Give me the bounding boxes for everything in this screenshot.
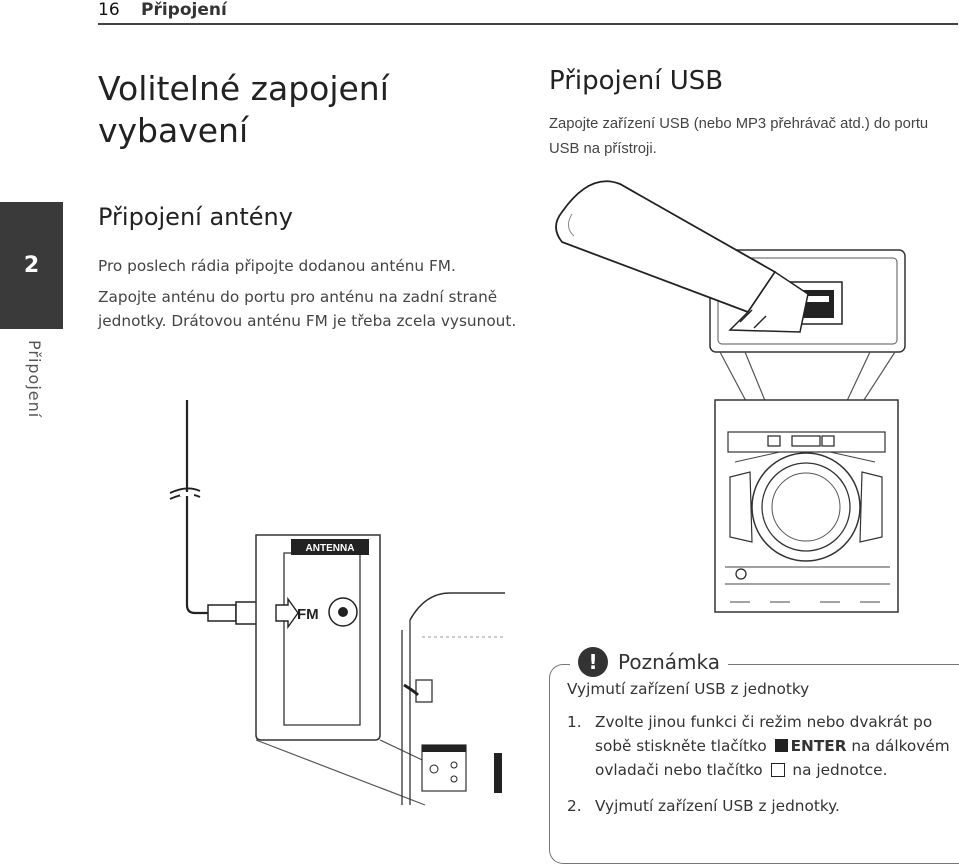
note-box	[549, 664, 959, 864]
list-item: 1. Zvolte jinou funkci či režim nebo dva…	[567, 710, 952, 782]
list-item: 2. Vyjmutí zařízení USB z jednotky.	[567, 794, 952, 818]
note-item-1-part-b: na dálkovém ovladači nebo tlačítko	[595, 737, 950, 779]
list-item-text: Vyjmutí zařízení USB z jednotky.	[595, 797, 840, 815]
note-item-1-part-a: Zvolte jinou funkci či režim nebo dvakrá…	[595, 713, 933, 755]
list-item-number: 2.	[567, 797, 582, 815]
list-item-text: Zvolte jinou funkci či režim nebo dvakrá…	[595, 710, 952, 782]
note-list: 1. Zvolte jinou funkci či režim nebo dva…	[567, 710, 952, 818]
stop-outline-icon	[770, 763, 785, 777]
enter-key-label: ENTER	[790, 737, 847, 755]
antenna-connection-illustration: ANTENNA FM	[169, 400, 505, 806]
usb-section-title: Připojení USB	[549, 66, 724, 96]
antenna-section-title: Připojení antény	[98, 203, 293, 231]
note-title: Poznámka	[618, 650, 720, 674]
page-number: 16	[98, 0, 120, 20]
note-item-1-part-c: na jednotce.	[792, 761, 888, 779]
chapter-number: 2	[23, 253, 40, 278]
antenna-figure-label: ANTENNA	[306, 543, 355, 554]
note-subtitle: Vyjmutí zařízení USB z jednotky	[567, 680, 810, 698]
header-rule	[98, 23, 958, 25]
chapter-tab	[0, 202, 63, 329]
exclamation-icon: !	[578, 647, 608, 677]
header-section-title: Připojení	[141, 0, 227, 20]
list-item-number: 1.	[567, 713, 582, 731]
fm-figure-label: FM	[297, 606, 319, 623]
usb-description: Zapojte zařízení USB (nebo MP3 přehrávač…	[549, 116, 929, 157]
usb-connection-illustration	[555, 180, 906, 613]
antenna-paragraph-1: Pro poslech rádia připojte dodanou antén…	[98, 257, 456, 275]
chapter-label: Připojení	[25, 340, 44, 419]
note-header: ! Poznámka	[570, 647, 728, 677]
stop-square-icon	[774, 739, 788, 752]
antenna-paragraph-2: Zapojte anténu do portu pro anténu na za…	[98, 288, 517, 330]
page-title: Volitelné zapojení vybavení	[98, 69, 389, 150]
